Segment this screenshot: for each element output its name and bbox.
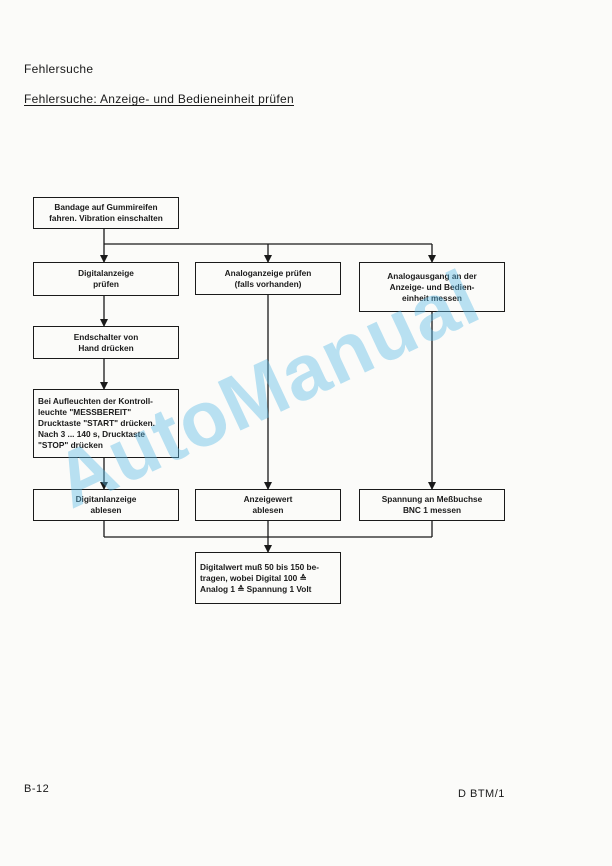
flow-box-digital-check: Digitalanzeige prüfen	[33, 262, 179, 296]
flow-box-read-analog: Anzeigewert ablesen	[195, 489, 341, 521]
section-label: Fehlersuche	[24, 62, 94, 76]
flow-box-read-digital: Digitanlanzeige ablesen	[33, 489, 179, 521]
flow-box-limit-switch: Endschalter von Hand drücken	[33, 326, 179, 359]
page-title: Fehlersuche: Anzeige- und Bedieneinheit …	[24, 92, 294, 106]
page-number: B-12	[24, 783, 50, 795]
flow-box-start: Bandage auf Gummireifen fahren. Vibratio…	[33, 197, 179, 229]
flow-box-result: Digitalwert muß 50 bis 150 be- tragen, w…	[195, 552, 341, 604]
flow-box-start-stop: Bei Aufleuchten der Kontroll- leuchte "M…	[33, 389, 179, 458]
flow-box-analog-output: Analogausgang an der Anzeige- und Bedien…	[359, 262, 505, 312]
document-code: D BTM/1	[458, 788, 505, 800]
flow-box-analog-check: Analoganzeige prüfen (falls vorhanden)	[195, 262, 341, 295]
flow-box-measure-bnc: Spannung an Meßbuchse BNC 1 messen	[359, 489, 505, 521]
